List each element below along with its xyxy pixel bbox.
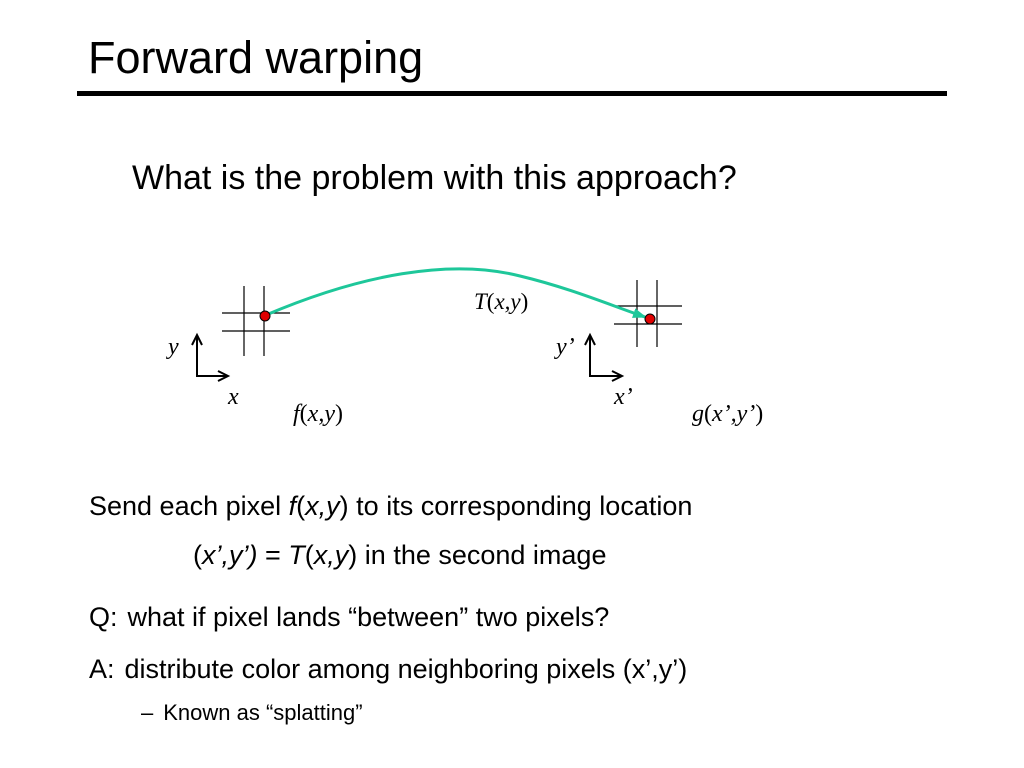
- target-axis-x-label: x’: [613, 384, 633, 410]
- target-image-label: g(x’,y’): [692, 401, 763, 427]
- target-axes: [584, 332, 625, 382]
- q-prefix: Q:: [89, 602, 118, 632]
- body-line-send: Send each pixel f(x,y) to its correspond…: [89, 491, 693, 521]
- body-line-mapping: (x’,y’) = T(x,y) in the second image: [193, 540, 607, 570]
- q-text: what if pixel lands “between” two pixels…: [127, 602, 610, 632]
- sub-text: Known as “splatting”: [163, 700, 363, 725]
- question-bullet: Q: what if pixel lands “between” two pixe…: [89, 600, 609, 634]
- sub-dash: –: [141, 700, 154, 725]
- source-image-label: f(x,y): [293, 401, 343, 427]
- source-axis-y-label: y: [166, 334, 179, 360]
- target-axis-y-label: y’: [554, 334, 575, 360]
- question-text: What is the problem with this approach?: [132, 159, 737, 197]
- source-pixel-dot: [259, 310, 271, 322]
- target-pixel-grid: [614, 280, 682, 347]
- a-text: distribute color among neighboring pixel…: [124, 654, 688, 684]
- sub-bullet-splatting: –Known as “splatting”: [141, 699, 363, 727]
- source-pixel-grid: [222, 286, 290, 356]
- transform-label: T(x,y): [474, 289, 528, 314]
- a-prefix: A:: [89, 654, 115, 684]
- answer-bullet: A: distribute color among neighboring pix…: [89, 652, 687, 686]
- source-axis-x-label: x: [227, 384, 239, 410]
- title-underline: [77, 91, 947, 96]
- source-axes: [191, 332, 231, 382]
- warp-arrow: [265, 267, 647, 319]
- slide-title: Forward warping: [88, 32, 424, 83]
- target-pixel-dot: [644, 313, 656, 325]
